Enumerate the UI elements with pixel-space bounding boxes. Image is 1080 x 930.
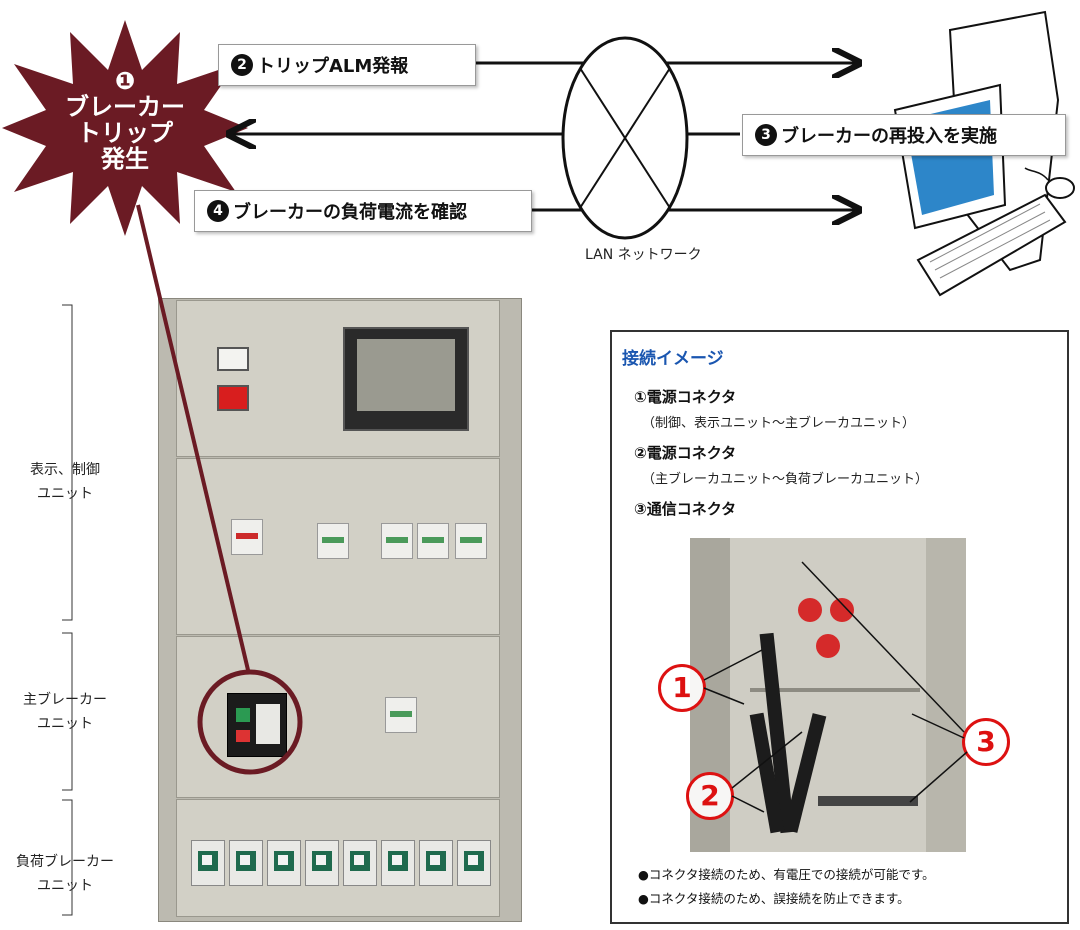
load-breaker <box>267 840 301 886</box>
breaker-module <box>455 523 487 559</box>
note-2: ●コネクタ接続のため、誤接続を防止できます。 <box>638 891 910 906</box>
breaker-module <box>231 519 263 555</box>
load-breaker <box>305 840 339 886</box>
lan-label: LAN ネットワーク <box>585 247 702 263</box>
item-1-sub: （制御、表示ユニット～主ブレーカユニット） <box>642 416 916 431</box>
callout-reclose: 3 ブレーカーの再投入を実施 <box>742 114 1066 156</box>
breaker-module <box>381 523 413 559</box>
load-breaker <box>191 840 225 886</box>
main-breaker-icon <box>227 693 287 757</box>
item-2-heading: ②電源コネクタ <box>634 444 737 462</box>
callout-trip-alarm: 2 トリップALM発報 <box>218 44 476 86</box>
step-4-badge: 4 <box>207 200 229 222</box>
trip-burst-icon <box>2 20 248 236</box>
step-3-badge: 3 <box>755 124 777 146</box>
burst-line1: ブレーカー <box>65 93 185 121</box>
marker-2: 2 <box>686 772 734 820</box>
breaker-module <box>417 523 449 559</box>
load-breaker <box>343 840 377 886</box>
step-2-badge: 2 <box>231 54 253 76</box>
burst-label: ❶ ブレーカー トリップ 発生 <box>0 68 250 172</box>
marker-3: 3 <box>962 718 1010 766</box>
connection-image-panel: 接続イメージ ①電源コネクタ （制御、表示ユニット～主ブレーカユニット） ②電源… <box>610 330 1069 924</box>
control-unit-section <box>176 458 500 635</box>
load-breaker <box>381 840 415 886</box>
burst-line2: トリップ <box>77 119 173 147</box>
label-main-breaker: 主ブレーカーユニット <box>23 692 107 732</box>
item-2-sub: （主ブレーカユニット～負荷ブレーカユニット） <box>642 472 929 487</box>
item-3-heading: ③通信コネクタ <box>634 500 737 518</box>
check-load-text: ブレーカーの負荷電流を確認 <box>233 202 467 223</box>
burst-number: ❶ <box>114 67 136 95</box>
white-indicator-icon <box>217 347 249 371</box>
load-breaker <box>419 840 453 886</box>
red-indicator-icon <box>217 385 249 411</box>
main-breaker-section <box>176 636 500 798</box>
item-1-heading: ①電源コネクタ <box>634 388 737 406</box>
connection-title: 接続イメージ <box>622 349 724 369</box>
load-breaker <box>229 840 263 886</box>
reclose-text: ブレーカーの再投入を実施 <box>781 126 997 147</box>
callout-check-load: 4 ブレーカーの負荷電流を確認 <box>194 190 532 232</box>
touch-screen-display <box>343 327 469 431</box>
display-unit-section <box>176 300 500 457</box>
breaker-module <box>317 523 349 559</box>
note-1: ●コネクタ接続のため、有電圧での接続が可能です。 <box>638 867 935 882</box>
trip-alarm-text: トリップALM発報 <box>257 56 409 77</box>
load-breaker-section <box>176 799 500 917</box>
load-breaker <box>457 840 491 886</box>
breaker-module <box>385 697 417 733</box>
marker-lines <box>703 561 968 813</box>
label-load-breaker: 負荷ブレーカーユニット <box>16 854 114 894</box>
burst-line3: 発生 <box>101 145 149 173</box>
unit-brackets <box>62 304 73 916</box>
network-diagram <box>0 10 1075 297</box>
label-display-unit: 表示、制御ユニット <box>30 462 100 502</box>
